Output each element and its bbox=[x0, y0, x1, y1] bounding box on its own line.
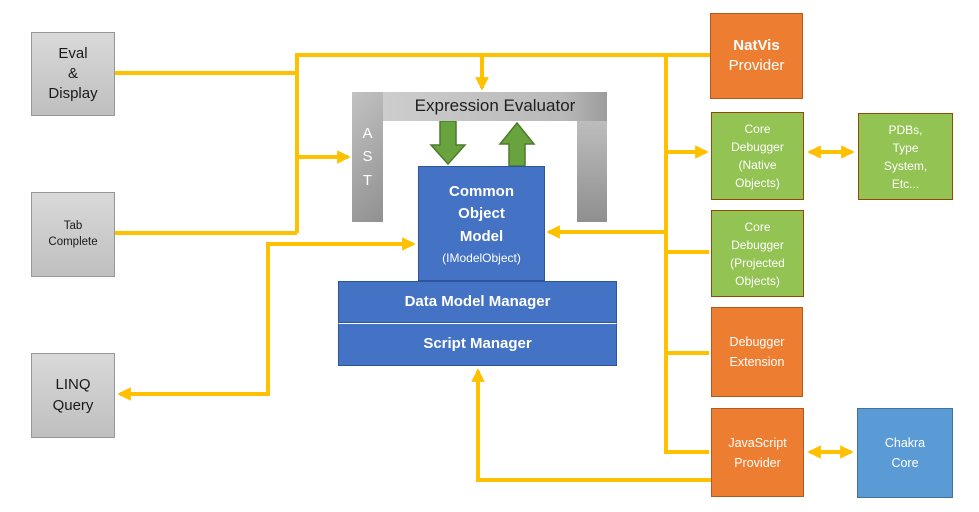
pdbs-type-system-box: PDBs, Type System, Etc... bbox=[858, 113, 953, 200]
common-object-model-subtitle: (IModelObject) bbox=[442, 251, 521, 266]
linq-query-box: LINQ Query bbox=[31, 353, 115, 438]
natvis-title: NatVis bbox=[733, 36, 780, 54]
javascript-provider-box: JavaScript Provider bbox=[711, 408, 804, 497]
green-up-arrow bbox=[498, 121, 536, 167]
tab-complete-box: Tab Complete bbox=[31, 192, 115, 277]
script-manager-bar: Script Manager bbox=[338, 323, 617, 366]
core-debugger-projected-box: Core Debugger (Projected Objects) bbox=[711, 210, 804, 297]
debugger-extension-box: Debugger Extension bbox=[711, 307, 803, 397]
common-object-model-title: Common Object Model bbox=[449, 182, 514, 245]
common-object-model-box: Common Object Model (IModelObject) bbox=[418, 166, 545, 281]
chakra-core-box: Chakra Core bbox=[857, 408, 953, 498]
data-model-manager-bar: Data Model Manager bbox=[338, 281, 617, 323]
core-debugger-native-box: Core Debugger (Native Objects) bbox=[711, 112, 804, 200]
connector-jsprovider-to-scriptmanager bbox=[471, 368, 711, 482]
ast-pillar: A S T bbox=[352, 92, 383, 222]
natvis-provider-box: NatVis Provider bbox=[710, 13, 803, 99]
natvis-subtitle: Provider bbox=[728, 57, 785, 74]
right-pillar bbox=[577, 121, 607, 222]
eval-display-box: Eval & Display bbox=[31, 32, 115, 116]
expression-evaluator-bar: Expression Evaluator bbox=[383, 92, 607, 121]
connector-right-trunk-to-jsprovider bbox=[664, 55, 709, 454]
green-down-arrow bbox=[429, 120, 467, 166]
